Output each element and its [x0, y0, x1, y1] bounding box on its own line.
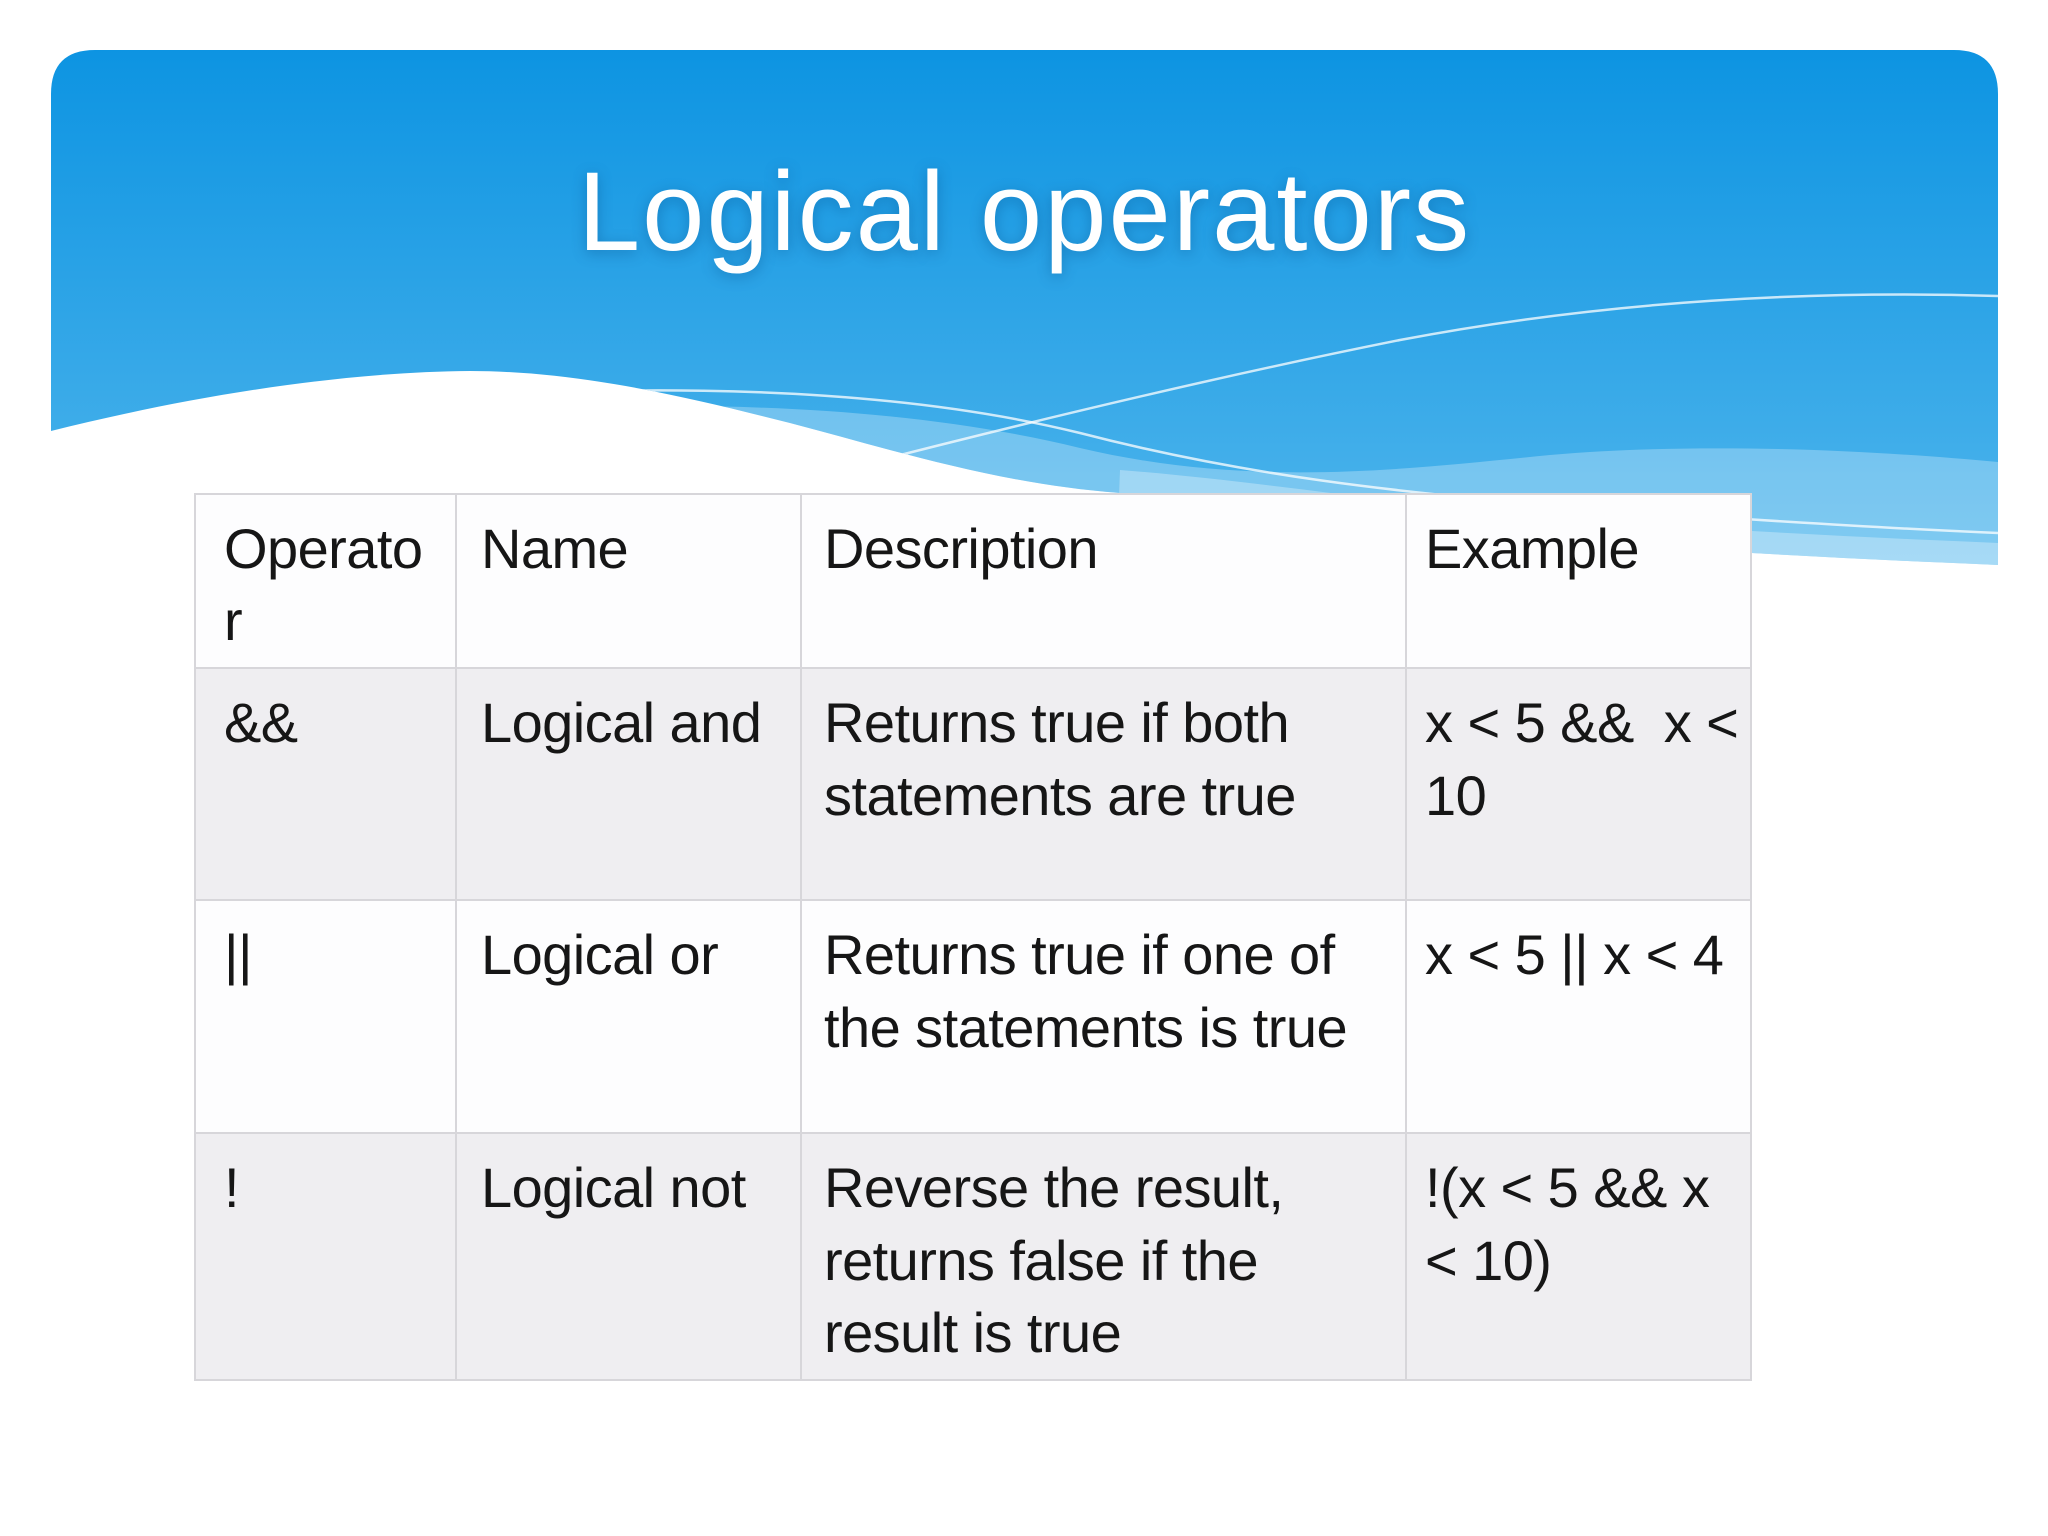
cell-name: Logical or — [455, 899, 802, 1135]
table-row-logical-or: || Logical or Returns true if one of the… — [194, 899, 1752, 1135]
cell-operator: ! — [194, 1132, 457, 1382]
table-row-logical-and: && Logical and Returns true if both stat… — [194, 667, 1752, 902]
cell-description: Returns true if one of the statements is… — [800, 899, 1407, 1135]
cell-description: Reverse the result, returns false if the… — [800, 1132, 1407, 1382]
column-header-operator: Operator — [194, 492, 457, 670]
cell-operator: && — [194, 667, 457, 902]
header-panel — [51, 50, 1998, 565]
cell-operator: || — [194, 899, 457, 1135]
cell-example: x < 5 && x < 10 — [1405, 667, 1752, 902]
cell-example: !(x < 5 && x < 10) — [1405, 1132, 1752, 1382]
table-header-row: Operator Name Description Example — [194, 492, 1752, 670]
operators-table: Operator Name Description Example && Log… — [194, 492, 1752, 1382]
cell-description: Returns true if both statements are true — [800, 667, 1407, 902]
page-title: Logical operators — [577, 149, 1472, 274]
cell-name: Logical not — [455, 1132, 802, 1382]
column-header-description: Description — [800, 492, 1407, 670]
cell-name: Logical and — [455, 667, 802, 902]
column-header-name: Name — [455, 492, 802, 670]
column-header-example: Example — [1405, 492, 1752, 670]
table-row-logical-not: ! Logical not Reverse the result, return… — [194, 1132, 1752, 1382]
cell-example: x < 5 || x < 4 — [1405, 899, 1752, 1135]
